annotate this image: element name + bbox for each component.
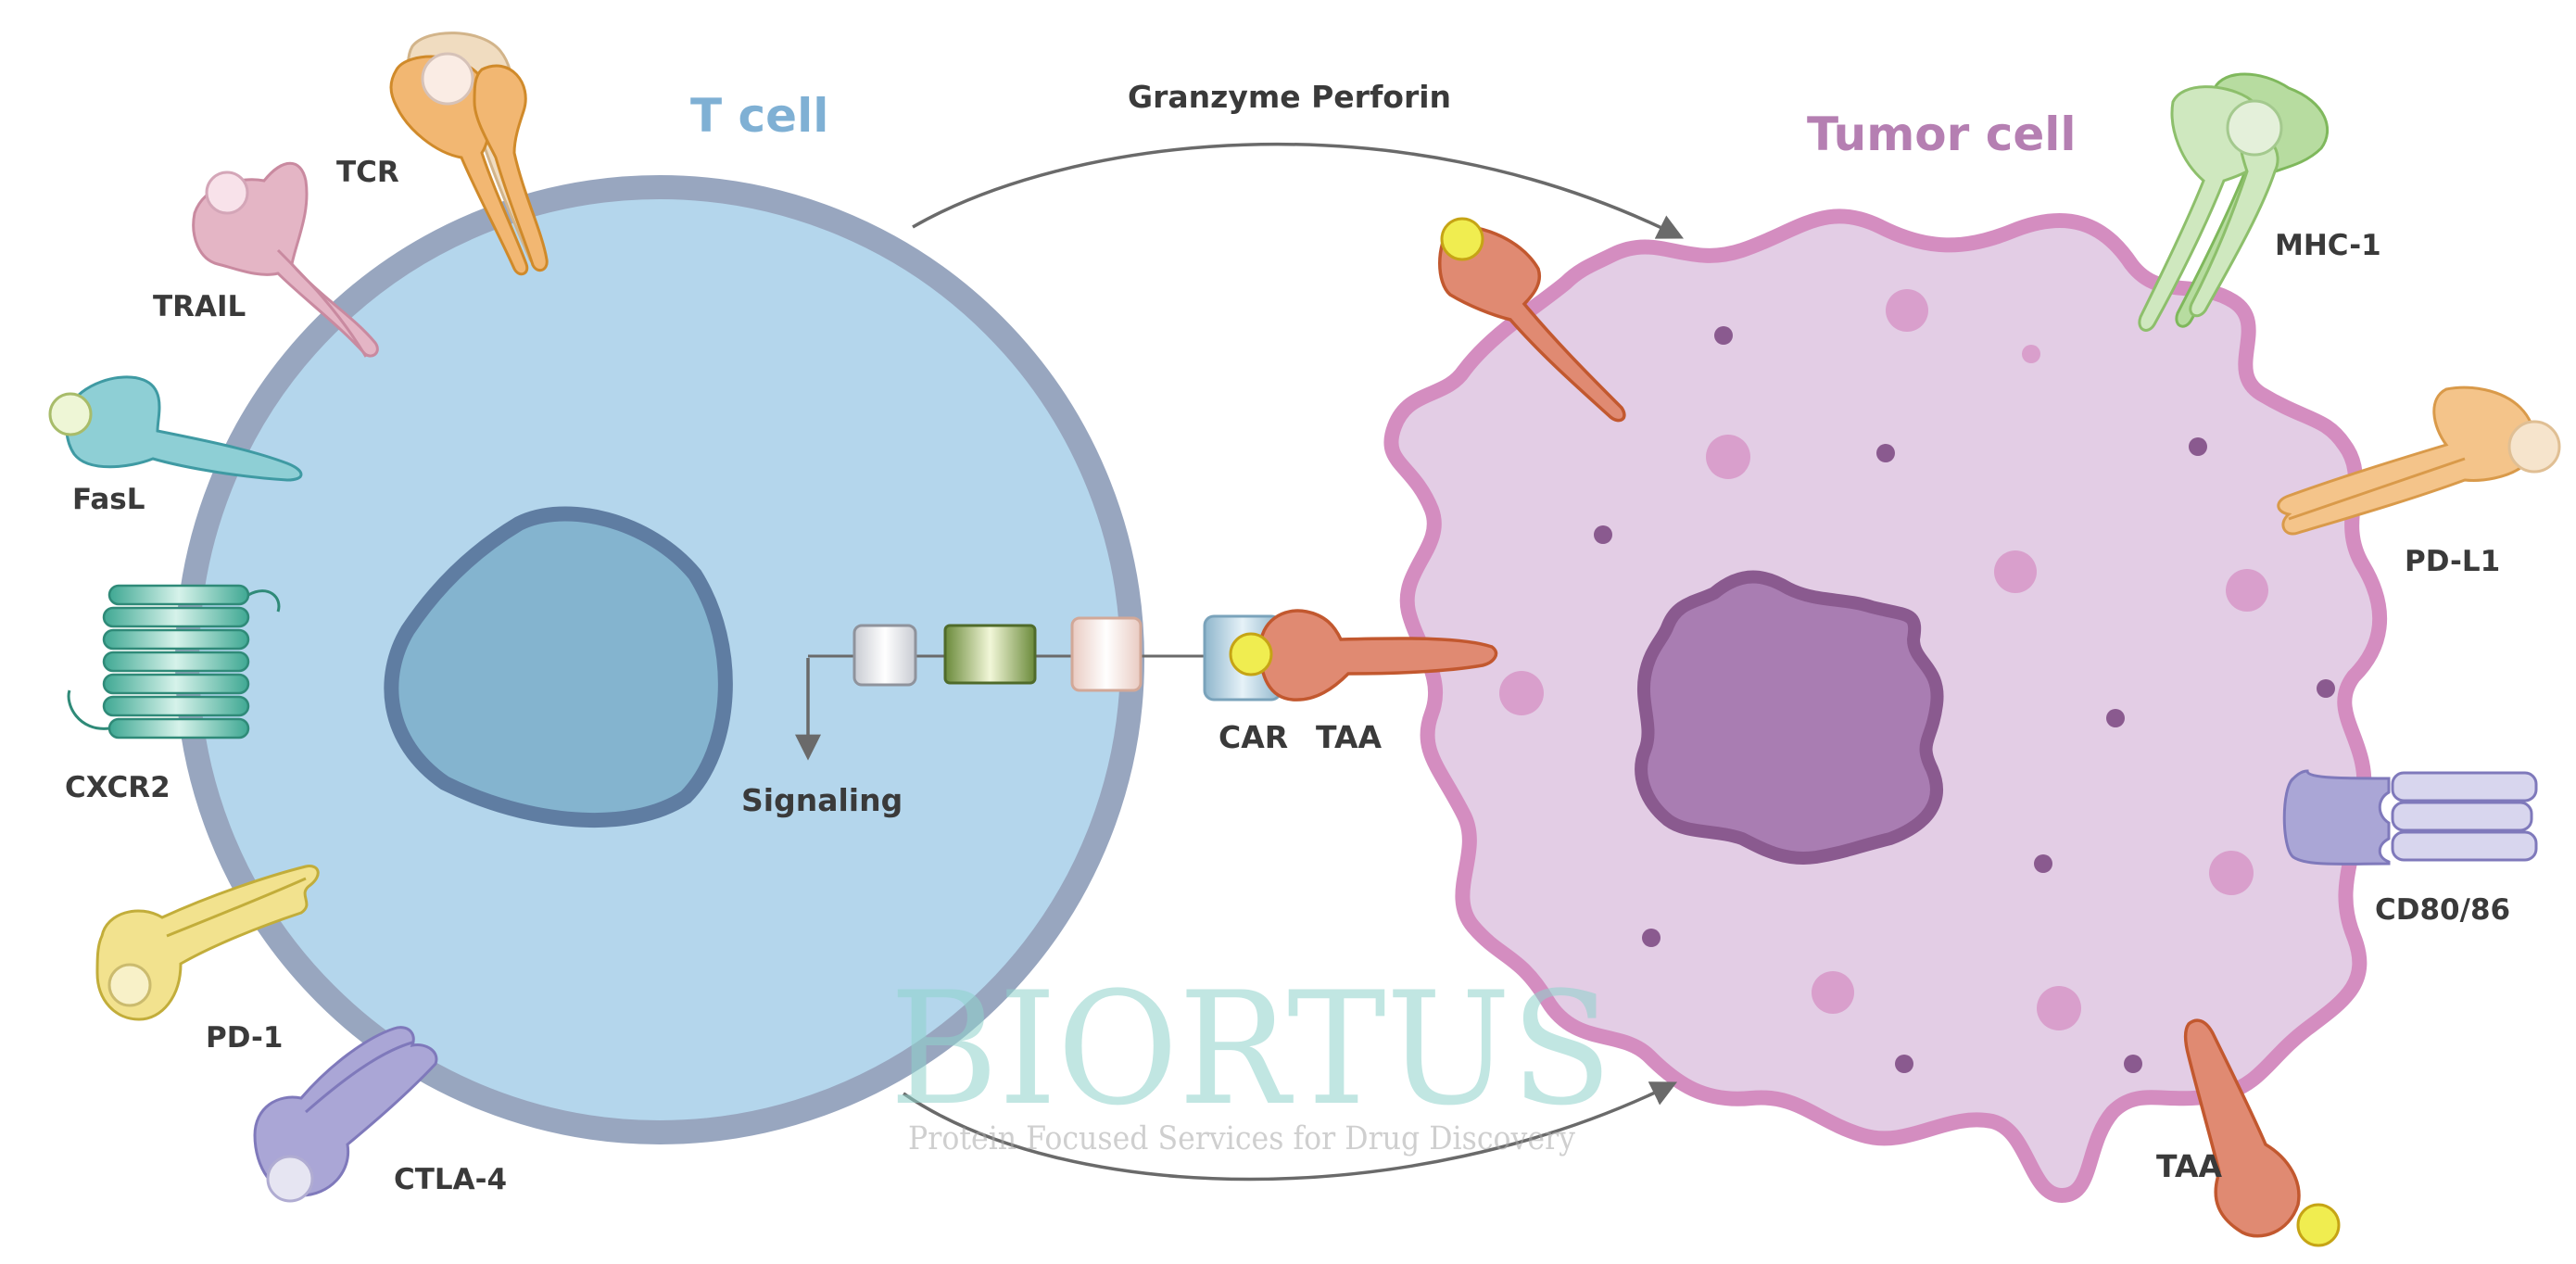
t-cell-title: T cell xyxy=(690,89,828,143)
tumor-cell xyxy=(1383,209,2388,1203)
pdl1-receptor xyxy=(2277,386,2561,536)
cd80-86-domain xyxy=(2391,801,2533,832)
watermark-logo: BIORTUS xyxy=(890,958,1612,1140)
cxcr2-coil xyxy=(102,673,250,695)
tcr-receptor xyxy=(389,32,549,276)
cxcr2-receptor xyxy=(67,584,281,739)
cd80-86-base xyxy=(2282,769,2391,866)
t-cell-nucleus xyxy=(384,506,733,828)
vesicle xyxy=(1994,550,2037,593)
granule xyxy=(2124,1055,2142,1073)
tcr-chain-second xyxy=(473,64,549,272)
vesicle xyxy=(1812,971,1854,1014)
watermark: BIORTUS Protein Focused Services for Dru… xyxy=(890,958,1612,1157)
antigen-dot xyxy=(1440,217,1484,261)
granule xyxy=(2034,854,2052,873)
cd80-86-receptor xyxy=(2282,769,2538,866)
taa-center xyxy=(1229,609,1498,702)
granule xyxy=(1895,1055,1913,1073)
granzyme-perforin-arrow xyxy=(912,142,1685,239)
cd80-86-domain xyxy=(2391,830,2538,862)
fasl-receptor xyxy=(48,375,303,482)
taa-bottom xyxy=(2183,1018,2341,1247)
watermark-tagline: Protein Focused Services for Drug Discov… xyxy=(908,1120,1575,1157)
taa-center-shape xyxy=(1258,609,1498,702)
cxcr2-coil xyxy=(102,606,250,628)
car-signal-domain-grey xyxy=(852,624,917,687)
tumor-nucleus xyxy=(1635,570,1944,865)
tcr-label: TCR xyxy=(336,156,399,189)
cxcr2-coil xyxy=(107,584,250,606)
trail-stalk xyxy=(276,248,368,358)
signaling-label: Signaling xyxy=(741,782,903,818)
ctla4-receptor xyxy=(253,1026,438,1203)
vesicle xyxy=(1706,435,1750,479)
trail-receptor xyxy=(192,161,379,358)
vesicle xyxy=(2226,569,2268,612)
cxcr2-coil xyxy=(102,628,250,651)
pdl1-stalk xyxy=(2288,457,2466,521)
granule xyxy=(1594,525,1612,544)
pd1-shape xyxy=(95,865,320,1021)
mhc1-receptor xyxy=(2138,72,2330,332)
pd1-label: PD-1 xyxy=(206,1021,283,1055)
vesicle xyxy=(1886,289,1928,332)
cxcr2-coil xyxy=(107,717,250,739)
cxcr2-coil xyxy=(102,695,250,717)
cxcr2-tail xyxy=(247,589,281,613)
car-label: CAR xyxy=(1219,719,1288,755)
granule xyxy=(2106,709,2125,727)
cd80-86-label: CD80/86 xyxy=(2375,893,2510,927)
pdl1-ligand-dot xyxy=(2507,420,2561,474)
fasl-ligand-dot xyxy=(48,392,93,436)
granule xyxy=(2189,437,2207,456)
mhc1-chain-second xyxy=(2189,128,2279,318)
pd1-stalk xyxy=(166,877,307,938)
tumor-granules xyxy=(1594,326,2335,1073)
tumor-cell-title: Tumor cell xyxy=(1807,107,2077,161)
granule xyxy=(1642,929,1661,947)
taa-top xyxy=(1438,217,1626,423)
vesicle xyxy=(1499,671,1544,715)
vesicle xyxy=(2022,345,2040,363)
ctla4-label: CTLA-4 xyxy=(394,1163,507,1196)
pd1-receptor xyxy=(95,865,320,1021)
cxcr2-tail xyxy=(67,689,110,730)
tumor-vesicles xyxy=(1499,289,2268,1030)
trail-label: TRAIL xyxy=(153,290,246,323)
granule xyxy=(1876,444,1895,462)
taa-center-label: TAA xyxy=(1316,719,1382,755)
antigen-dot xyxy=(2296,1203,2341,1247)
pd1-ligand-dot xyxy=(107,963,152,1007)
fasl-shape xyxy=(65,375,303,482)
cd80-86-domain xyxy=(2391,771,2538,803)
granule xyxy=(1714,326,1733,345)
taa-top-shape xyxy=(1438,224,1626,423)
taa-bottom-label: TAA xyxy=(2156,1148,2222,1184)
mhc1-label: MHC-1 xyxy=(2275,229,2381,262)
cxcr2-label: CXCR2 xyxy=(65,771,170,804)
tcr-ligand-dot xyxy=(421,52,474,106)
vesicle xyxy=(2037,986,2081,1030)
fasl-label: FasL xyxy=(72,483,145,516)
cxcr2-coil xyxy=(102,651,250,673)
taa-bottom-shape xyxy=(2183,1018,2301,1238)
ctla4-stalk xyxy=(305,1041,413,1114)
trail-ligand-dot xyxy=(205,171,249,215)
pdl1-label: PD-L1 xyxy=(2405,545,2500,578)
car-signal-domain-green xyxy=(943,624,1037,685)
car-transmembrane-domain xyxy=(1070,616,1143,692)
granule xyxy=(2317,679,2335,698)
granzyme-perforin-label: Granzyme Perforin xyxy=(1128,79,1451,115)
ctla4-ligand-dot xyxy=(266,1155,314,1203)
vesicle xyxy=(2209,851,2254,895)
antigen-dot xyxy=(1229,632,1273,676)
bottom-arrow xyxy=(903,1081,1678,1182)
mhc1-ligand-dot xyxy=(2226,99,2283,157)
